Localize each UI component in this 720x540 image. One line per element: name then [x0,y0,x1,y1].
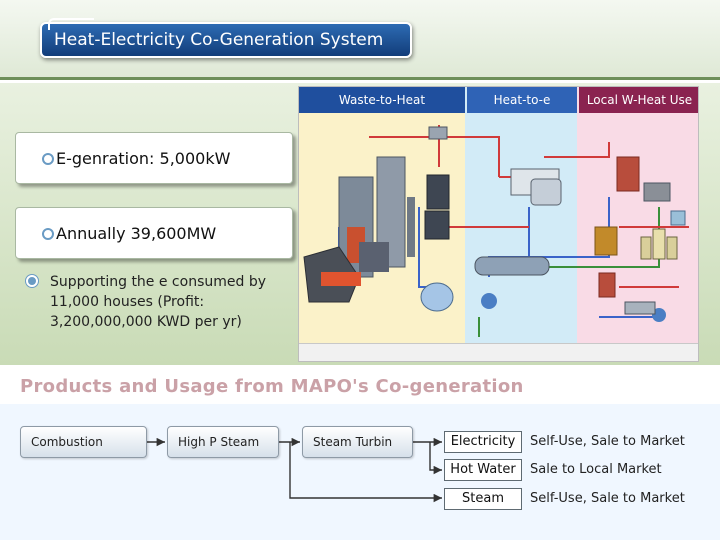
support-note: Supporting the e consumed by 11,000 hous… [26,272,278,332]
bullet-icon [26,275,38,287]
annual-output-card: Annually 39,600MW [15,207,293,259]
egeneration-label: E-genration: 5,000kW [56,149,231,168]
card-bullet-icon [42,228,54,240]
output-hot-water: Hot Water [444,459,522,481]
diagram-legend-strip [299,343,698,361]
flow-steam-turbin: Steam Turbin [302,426,413,458]
flow-high-p-steam: High P Steam [167,426,279,458]
egeneration-card: E-genration: 5,000kW [15,132,293,184]
products-heading: Products and Usage from MAPO's Co-genera… [20,376,524,397]
card-bullet-icon [42,153,54,165]
header-band: Heat-Electricity Co-Generation System [0,0,720,80]
title-decoration [48,18,94,30]
annual-output-label: Annually 39,600MW [56,224,217,243]
plant-schematic [303,125,689,337]
page-title: Heat-Electricity Co-Generation System [54,30,384,50]
zone-tab-waste-to-heat: Waste-to-Heat [299,87,465,113]
support-text: Supporting the e consumed by 11,000 hous… [50,274,266,330]
usage-electricity: Self-Use, Sale to Market [530,434,685,449]
zone-tab-heat-to-e: Heat-to-e [467,87,577,113]
output-electricity: Electricity [444,431,522,453]
usage-hot-water: Sale to Local Market [530,462,662,477]
zone-tab-local-heat-use: Local W-Heat Use [579,87,698,113]
cogeneration-diagram: Waste-to-Heat Heat-to-e Local W-Heat Use [298,86,699,362]
flow-combustion: Combustion [20,426,147,458]
usage-steam: Self-Use, Sale to Market [530,491,685,506]
zone-heat-to-e [465,87,577,361]
output-steam: Steam [444,488,522,510]
page-title-bar: Heat-Electricity Co-Generation System [40,18,412,58]
flow-arrows [147,437,442,503]
